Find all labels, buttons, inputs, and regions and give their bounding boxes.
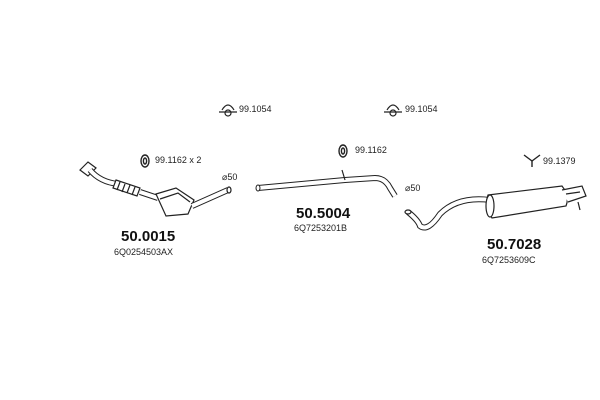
hanger-icon-mid — [338, 144, 348, 158]
part-number-rear: 50.7028 — [487, 236, 542, 253]
part-number-front: 50.0015 — [121, 228, 176, 245]
hanger-label-left: 99.1162 x 2 — [155, 155, 202, 165]
clamp-label-right: 99.1054 — [405, 104, 438, 114]
clamp-label-left: 99.1054 — [239, 104, 272, 114]
front-pipe-catalyst — [79, 161, 232, 217]
hanger-label-mid: 99.1162 — [355, 145, 387, 155]
clamp-icon-left — [219, 104, 237, 117]
intermediate-pipe — [255, 169, 398, 198]
rear-silencer — [404, 185, 587, 231]
oem-number-front: 6Q0254503AX — [114, 247, 174, 257]
part-number-intermediate: 50.5004 — [296, 205, 351, 222]
diameter-label-right: ⌀50 — [405, 183, 421, 193]
clamp-icon-right — [384, 104, 402, 117]
oem-number-rear: 6Q7253609C — [482, 255, 536, 265]
hanger-icon-left — [140, 154, 150, 168]
oem-number-intermediate: 6Q7253201B — [294, 223, 348, 233]
diameter-label-left: ⌀50 — [222, 172, 238, 182]
hanger-icon-right — [523, 154, 541, 167]
hanger-label-right: 99.1379 — [543, 156, 576, 166]
